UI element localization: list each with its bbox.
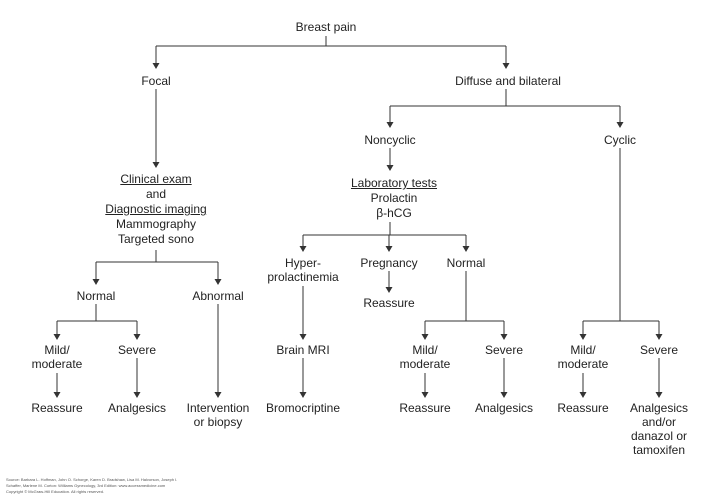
node-focal-mild-line1: Mild/ — [44, 343, 70, 357]
node-pregnancy: Pregnancy — [360, 256, 418, 270]
arrow-head — [92, 279, 100, 285]
node-pregnancy-reassure: Reassure — [363, 296, 415, 310]
node-intervention-line2: or biopsy — [193, 415, 243, 429]
arrow-head — [53, 392, 61, 398]
node-noncyclic-reassure: Reassure — [399, 401, 451, 415]
arrow-head — [152, 162, 160, 168]
node-diagnostic-imaging: Diagnostic imaging — [105, 202, 207, 216]
arrow-head — [655, 392, 663, 398]
arrow-head — [214, 392, 222, 398]
node-brain-mri: Brain MRI — [276, 343, 330, 357]
node-clinical-exam: Clinical exam — [120, 172, 192, 186]
arrow-head — [299, 392, 307, 398]
arrow-head — [152, 63, 160, 69]
node-noncyclic-severe: Severe — [484, 343, 524, 357]
arrow-head — [500, 334, 508, 340]
node-laboratory-tests: Laboratory tests — [350, 176, 438, 190]
node-cyclic-analgesics-line2: and/or — [641, 415, 677, 429]
node-focal-severe: Severe — [117, 343, 157, 357]
arrow-head — [579, 392, 587, 398]
node-hyperprolactinemia-line1: Hyper- — [284, 256, 321, 270]
node-focal-analgesics: Analgesics — [107, 401, 167, 415]
arrow-head — [655, 334, 663, 340]
node-cyclic-analgesics-line3: danazol or — [630, 429, 688, 443]
arrow-head — [385, 246, 393, 252]
node-diffuse-bilateral: Diffuse and bilateral — [455, 74, 561, 88]
arrow-head — [386, 165, 394, 171]
source-line-2: Schaffer, Marlene M. Corton: Williams Gy… — [6, 483, 166, 488]
node-noncyclic-analgesics: Analgesics — [474, 401, 534, 415]
node-focal-abnormal: Abnormal — [192, 289, 244, 303]
arrow-head — [421, 392, 429, 398]
node-mammography: Mammography — [115, 217, 197, 231]
source-line-1: Source: Barbara L. Hoffman, John O. Scho… — [6, 477, 178, 482]
arrow-head — [133, 392, 141, 398]
node-intervention-line1: Intervention — [186, 401, 250, 415]
arrow-head — [386, 122, 394, 128]
source-line-3: Copyright © McGraw-Hill Education. All r… — [6, 489, 105, 494]
node-cyclic-severe: Severe — [639, 343, 679, 357]
node-lab-normal: Normal — [446, 256, 486, 270]
arrow-head — [421, 334, 429, 340]
node-cyclic-reassure: Reassure — [557, 401, 609, 415]
node-prolactin: Prolactin — [370, 191, 418, 205]
node-beta-hcg: β-hCG — [376, 206, 412, 220]
arrow-head — [53, 334, 61, 340]
arrow-head — [500, 392, 508, 398]
arrow-head — [579, 334, 587, 340]
arrow-head — [616, 122, 624, 128]
node-noncyclic: Noncyclic — [364, 133, 416, 147]
node-cyclic-mild-line2: moderate — [557, 357, 609, 371]
node-bromocriptine: Bromocriptine — [265, 401, 341, 415]
node-noncyclic-mild-line1: Mild/ — [412, 343, 438, 357]
node-noncyclic-mild-line2: moderate — [399, 357, 451, 371]
arrow-head — [502, 63, 510, 69]
arrow-head — [462, 246, 470, 252]
arrow-head — [214, 279, 222, 285]
node-cyclic-mild-line1: Mild/ — [570, 343, 596, 357]
node-cyclic-analgesics-line1: Analgesics — [629, 401, 689, 415]
node-focal-reassure: Reassure — [31, 401, 83, 415]
node-focal-normal: Normal — [76, 289, 116, 303]
node-hyperprolactinemia-line2: prolactinemia — [267, 270, 339, 284]
node-cyclic: Cyclic — [604, 133, 636, 147]
node-focal: Focal — [141, 74, 171, 88]
node-cyclic-analgesics-line4: tamoxifen — [632, 443, 686, 457]
node-and: and — [145, 187, 167, 201]
node-targeted-sono: Targeted sono — [117, 232, 195, 246]
arrow-head — [299, 246, 307, 252]
node-breast-pain: Breast pain — [295, 20, 357, 34]
arrow-head — [133, 334, 141, 340]
node-focal-mild-line2: moderate — [31, 357, 83, 371]
arrow-head — [385, 287, 393, 293]
arrow-head — [299, 334, 307, 340]
